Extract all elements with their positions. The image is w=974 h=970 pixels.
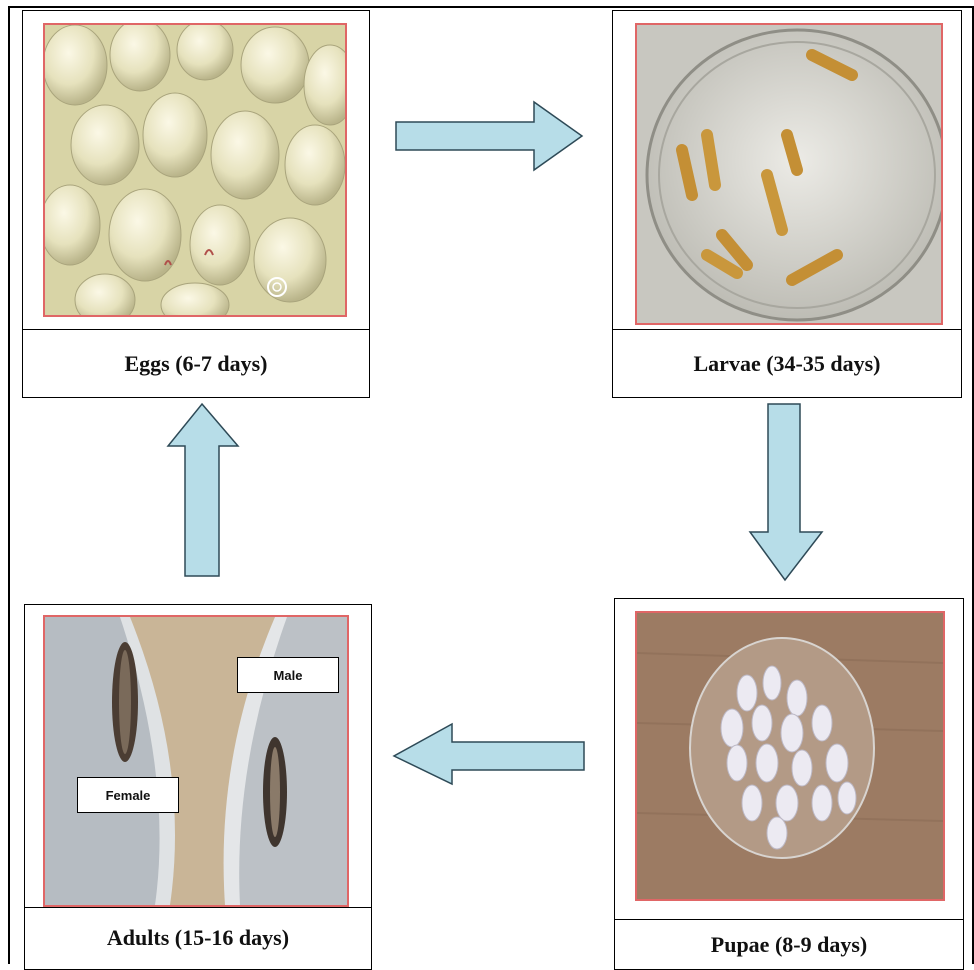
larvae-photo	[635, 23, 943, 325]
pupae-photo	[635, 611, 945, 901]
larvae-caption: Larvae (34-35 days)	[613, 329, 961, 398]
pupae-caption: Pupae (8-9 days)	[615, 919, 963, 970]
frame-top-line	[8, 6, 974, 8]
eggs-photo	[43, 23, 347, 317]
arrow-left-icon	[392, 722, 586, 786]
arrow-down-icon	[748, 402, 824, 582]
arrow-right-icon	[394, 100, 586, 172]
female-label: Female	[77, 777, 179, 813]
frame-right-line	[972, 6, 974, 964]
pupae-card: Pupae (8-9 days)	[614, 598, 964, 970]
larvae-card: Larvae (34-35 days)	[612, 10, 962, 398]
eggs-card: Eggs (6-7 days)	[22, 10, 370, 398]
adults-card: Male Female Adults (15-16 days)	[24, 604, 372, 970]
male-label: Male	[237, 657, 339, 693]
eggs-caption: Eggs (6-7 days)	[23, 329, 369, 398]
arrow-up-icon	[166, 402, 240, 578]
frame-left-line	[8, 6, 10, 964]
adults-caption: Adults (15-16 days)	[25, 907, 371, 968]
